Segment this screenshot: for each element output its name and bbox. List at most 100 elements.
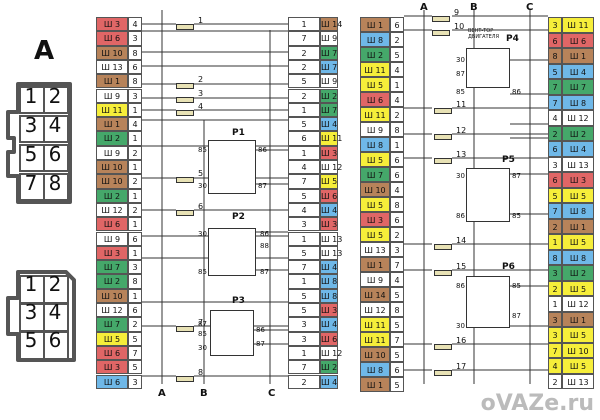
col4-row-9-pin: 3 xyxy=(548,156,562,172)
col3-row-15-label: Ш 13 xyxy=(360,242,390,257)
col4-row-3-pin: 5 xyxy=(548,63,562,79)
col3-row-10-pin: 6 xyxy=(390,167,404,182)
col2-row-4-label: Ш 9 xyxy=(320,74,338,89)
fuse-2 xyxy=(176,83,194,89)
col2-row-11-label: Ш 5 xyxy=(320,174,338,189)
relay-3-body xyxy=(210,310,254,356)
col1-row-13-pin: 2 xyxy=(128,202,142,218)
col1-row-6-label: Ш 11 xyxy=(96,102,128,118)
col1-row-7-pin: 4 xyxy=(128,117,142,132)
fuse-number-14: 14 xyxy=(456,236,467,245)
col1-row-23-pin: 7 xyxy=(128,345,142,361)
relay-6-pin-1: 86 xyxy=(456,282,465,290)
col2-row-11-pin: 7 xyxy=(288,174,320,189)
col1-row-25-pin: 3 xyxy=(128,374,142,389)
col3-row-2-label: Ш 2 xyxy=(360,47,390,62)
fuse-number-12: 12 xyxy=(456,126,467,135)
col3-row-22-pin: 5 xyxy=(390,347,404,362)
col1-row-4-label: Ш 1 xyxy=(96,74,128,89)
connector6-pin-1: 1 xyxy=(24,272,38,296)
col3-row-12-label: Ш 5 xyxy=(360,197,390,212)
fuse-17 xyxy=(434,370,452,376)
col1-row-17-pin: 3 xyxy=(128,260,142,275)
fuse-12 xyxy=(434,134,452,140)
col4-row-23-label: Ш 13 xyxy=(562,373,594,389)
col3-row-21-pin: 7 xyxy=(390,332,404,347)
col4-row-13-label: Ш 1 xyxy=(562,218,594,234)
connector8-pin-8: 8 xyxy=(48,171,62,195)
fuse-14 xyxy=(434,244,452,250)
col2-row-14-pin: 3 xyxy=(288,217,320,232)
col2-row-2-label: Ш 7 xyxy=(320,45,338,60)
col1-row-18-label: Ш 2 xyxy=(96,274,128,289)
fuse-number-3: 3 xyxy=(198,89,204,98)
col2-row-9-pin: 1 xyxy=(288,145,320,160)
col4-row-5-pin: 7 xyxy=(548,94,562,110)
col4-row-4-label: Ш 7 xyxy=(562,79,594,95)
connector6-pin-4: 4 xyxy=(48,300,62,324)
col3-row-1-label: Ш 8 xyxy=(360,32,390,47)
relay-4-pin-3: 85 xyxy=(456,88,465,96)
col3-row-24-label: Ш 1 xyxy=(360,377,390,392)
col1-row-18-pin: 8 xyxy=(128,274,142,289)
col2-row-20-pin: 5 xyxy=(288,303,320,318)
col4-row-1-pin: 6 xyxy=(548,32,562,48)
col4-row-10-pin: 6 xyxy=(548,172,562,188)
bus-label-b-top: B xyxy=(470,2,478,13)
col3-row-5-label: Ш 6 xyxy=(360,92,390,107)
col3-row-1-pin: 2 xyxy=(390,32,404,47)
col3-row-17-label: Ш 9 xyxy=(360,272,390,287)
col2-row-2-pin: 2 xyxy=(288,45,320,60)
col4-row-11-pin: 5 xyxy=(548,187,562,203)
col2-row-6-pin: 1 xyxy=(288,102,320,118)
col2-row-15-label: Ш 13 xyxy=(320,231,342,246)
col2-row-12-pin: 5 xyxy=(288,188,320,203)
col3-row-16-label: Ш 1 xyxy=(360,257,390,272)
col1-row-6-pin: 1 xyxy=(128,102,142,118)
col2-row-20-label: Ш 3 xyxy=(320,303,338,318)
col1-row-7-label: Ш 1 xyxy=(96,117,128,132)
col2-row-15-pin: 1 xyxy=(288,231,320,246)
col1-row-17-label: Ш 7 xyxy=(96,260,128,275)
col2-row-8-pin: 6 xyxy=(288,131,320,146)
relay-1-pin-1: 85 xyxy=(198,146,207,154)
col1-row-8-label: Ш 2 xyxy=(96,131,128,146)
relay-5-pin-2: 87 xyxy=(512,172,521,180)
col2-row-19-label: Ш 8 xyxy=(320,288,338,303)
col4-row-15-pin: 8 xyxy=(548,249,562,265)
col4-row-6-label: Ш 12 xyxy=(562,110,594,126)
col3-row-21-label: Ш 11 xyxy=(360,332,390,347)
fuse-number-6: 6 xyxy=(198,202,204,211)
connector8-pin-3: 3 xyxy=(24,113,38,137)
col4-row-16-label: Ш 2 xyxy=(562,265,594,281)
col1-row-11-label: Ш 10 xyxy=(96,174,128,189)
col2-row-22-pin: 3 xyxy=(288,331,320,346)
col2-row-17-pin: 7 xyxy=(288,260,320,275)
col3-row-24-pin: 5 xyxy=(390,377,404,392)
col3-row-14-label: Ш 5 xyxy=(360,227,390,242)
connector6-pin-5: 5 xyxy=(24,328,38,352)
col1-row-9-label: Ш 9 xyxy=(96,145,128,160)
relay-5-pin-1: 30 xyxy=(456,172,465,180)
col2-row-16-pin: 5 xyxy=(288,245,320,261)
col3-row-13-label: Ш 3 xyxy=(360,212,390,227)
col4-row-21-label: Ш 10 xyxy=(562,342,594,358)
col3-row-6-label: Ш 11 xyxy=(360,107,390,122)
bus-label-a-top: A xyxy=(420,2,428,13)
col3-row-3-label: Ш 11 xyxy=(360,62,390,77)
col1-row-9-pin: 2 xyxy=(128,145,142,160)
col4-row-9-label: Ш 13 xyxy=(562,156,594,172)
relay-2-pin-5: 87 xyxy=(260,268,269,276)
col3-row-18-pin: 5 xyxy=(390,287,404,302)
col2-row-3-pin: 2 xyxy=(288,59,320,75)
col3-row-23-label: Ш 8 xyxy=(360,362,390,377)
col2-row-10-pin: 4 xyxy=(288,160,320,175)
relay-6-pin-4: 87 xyxy=(512,312,521,320)
fuse-10 xyxy=(432,30,450,36)
bus-label-c-top: C xyxy=(526,2,534,13)
fuse-number-8: 8 xyxy=(198,368,204,377)
fuse-3 xyxy=(176,97,194,103)
col1-row-15-label: Ш 9 xyxy=(96,231,128,246)
fuse-number-9: 9 xyxy=(454,8,460,17)
fuse-number-1: 1 xyxy=(198,16,204,25)
